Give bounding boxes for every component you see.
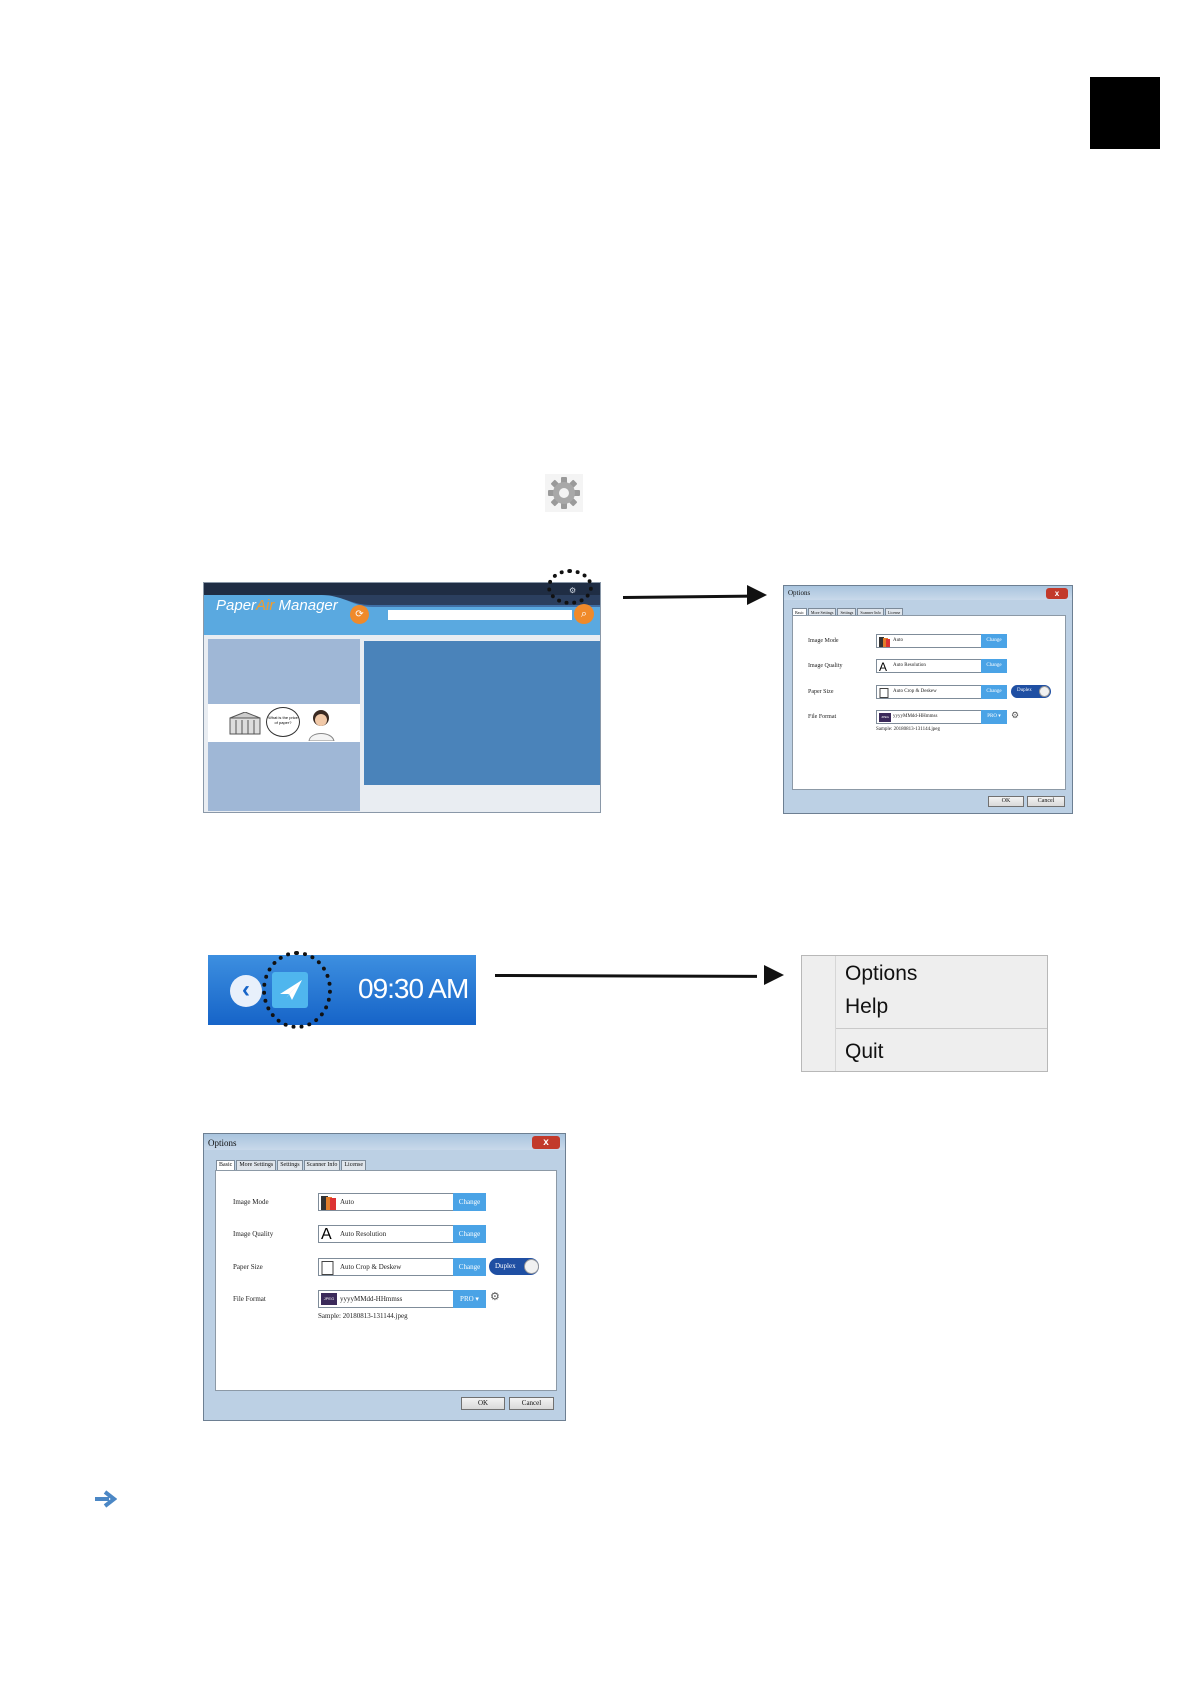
paper-size-change-button[interactable]: Change [453, 1258, 486, 1276]
chevron-left-icon[interactable]: ‹ [230, 975, 262, 1007]
page-icon [321, 1261, 334, 1275]
pam-left-panel: What is the price of paper? [208, 639, 360, 811]
highlight-circle [262, 951, 332, 1029]
file-format-gear-icon[interactable]: ⚙ [1011, 710, 1020, 720]
menu-item-help[interactable]: Help [845, 995, 889, 1018]
file-format-label: File Format [808, 714, 837, 720]
dialog-title: Options [788, 589, 811, 597]
sample-filename: Sample: 20180813-131144.jpeg [318, 1312, 408, 1320]
image-mode-label: Image Mode [233, 1198, 269, 1206]
tab-bar: Basic More Settings Settings Scanner Inf… [216, 1160, 367, 1170]
menu-separator [836, 1028, 1047, 1029]
pam-illustration: What is the price of paper? [208, 704, 360, 742]
tab-basic[interactable]: Basic [216, 1160, 236, 1170]
pam-scan-button[interactable]: ⟳ [350, 605, 369, 624]
font-a-icon: A [321, 1226, 332, 1243]
arrow-head [764, 965, 784, 985]
file-format-field: JPEG yyyyMMdd-HHmmss [876, 710, 982, 724]
paper-size-change-button[interactable]: Change [981, 685, 1007, 699]
image-quality-label: Image Quality [808, 663, 843, 669]
tab-basic[interactable]: Basic [792, 608, 807, 616]
sample-filename: Sample: 20180813-131144.jpeg [876, 727, 940, 732]
tab-scanner-info[interactable]: Scanner Info [303, 1160, 341, 1170]
font-a-icon: A [879, 660, 888, 673]
image-quality-change-button[interactable]: Change [981, 659, 1007, 673]
toggle-knob [1039, 686, 1050, 697]
tab-settings[interactable]: Settings [277, 1160, 303, 1170]
menu-item-quit[interactable]: Quit [845, 1040, 884, 1063]
pam-content-panel [364, 641, 600, 785]
paperair-manager-window: PaperAir Manager ⚙ ⟳ ⌕ What is the price… [203, 582, 601, 813]
options-dialog-small: Options x Basic More Settings Settings S… [783, 585, 1073, 814]
tab-license[interactable]: License [884, 608, 904, 616]
jpeg-icon: JPEG [321, 1293, 337, 1305]
image-mode-field: Auto [318, 1193, 454, 1211]
pam-logo: PaperAir Manager [216, 597, 338, 614]
image-mode-label: Image Mode [808, 638, 839, 644]
dialog-title-bar: Options [204, 1134, 565, 1150]
image-quality-field: A Auto Resolution [318, 1225, 454, 1243]
note-arrow-icon [95, 1490, 118, 1513]
tab-license[interactable]: License [341, 1160, 367, 1170]
tray-context-menu: Options Help Quit [801, 955, 1048, 1072]
jpeg-icon: JPEG [879, 713, 891, 722]
gear-icon [545, 474, 583, 512]
pam-search-input[interactable] [388, 610, 572, 620]
ok-button[interactable]: OK [461, 1397, 505, 1410]
image-mode-change-button[interactable]: Change [981, 634, 1007, 648]
person-icon [308, 710, 335, 741]
close-button[interactable]: x [1046, 588, 1068, 599]
chapter-tab [1090, 77, 1160, 149]
arrow-line [622, 594, 752, 599]
menu-gutter [835, 956, 836, 1071]
tab-scanner-info[interactable]: Scanner Info [857, 608, 884, 616]
image-mode-icon [879, 637, 890, 647]
file-format-pro-button[interactable]: PRO ▾ [453, 1290, 486, 1308]
image-quality-field: A Auto Resolution [876, 659, 982, 673]
duplex-toggle[interactable]: Duplex [489, 1258, 539, 1275]
file-format-label: File Format [233, 1295, 266, 1303]
image-quality-change-button[interactable]: Change [453, 1225, 486, 1243]
thought-bubble: What is the price of paper? [266, 707, 300, 737]
file-format-field: JPEG yyyyMMdd-HHmmss [318, 1290, 454, 1308]
tab-more-settings[interactable]: More Settings [807, 608, 837, 616]
dialog-title: Options [208, 1138, 237, 1148]
paper-size-label: Paper Size [233, 1263, 263, 1271]
image-mode-field: Auto [876, 634, 982, 648]
menu-item-options[interactable]: Options [845, 962, 918, 985]
system-tray: ‹ 09:30 AM [208, 955, 476, 1025]
image-mode-change-button[interactable]: Change [453, 1193, 486, 1211]
image-mode-icon [321, 1196, 336, 1210]
close-button[interactable]: x [532, 1136, 560, 1149]
tab-bar: Basic More Settings Settings Scanner Inf… [792, 608, 904, 616]
tab-settings[interactable]: Settings [837, 608, 857, 616]
duplex-toggle[interactable]: Duplex [1011, 685, 1051, 698]
paper-size-field: Auto Crop & Deskew [876, 685, 982, 699]
clock-time: 09:30 AM [358, 973, 469, 1004]
ok-button[interactable]: OK [988, 796, 1024, 807]
highlight-circle [547, 569, 593, 605]
cancel-button[interactable]: Cancel [509, 1397, 554, 1410]
paper-size-label: Paper Size [808, 689, 834, 695]
tab-more-settings[interactable]: More Settings [236, 1160, 277, 1170]
options-dialog-large: Options x Basic More Settings Settings S… [203, 1133, 566, 1421]
building-icon [229, 712, 261, 735]
dialog-title-bar: Options [784, 586, 1072, 600]
arrow-line [494, 974, 758, 978]
file-format-pro-button[interactable]: PRO ▾ [981, 710, 1007, 724]
page-icon [879, 688, 889, 698]
image-quality-label: Image Quality [233, 1230, 274, 1238]
pam-search-button[interactable]: ⌕ [574, 604, 594, 624]
file-format-gear-icon[interactable]: ⚙ [490, 1291, 500, 1303]
toggle-knob [524, 1259, 539, 1274]
pam-title-bar [204, 583, 600, 595]
arrow-head [747, 585, 767, 605]
paper-size-field: Auto Crop & Deskew [318, 1258, 454, 1276]
cancel-button[interactable]: Cancel [1027, 796, 1065, 807]
